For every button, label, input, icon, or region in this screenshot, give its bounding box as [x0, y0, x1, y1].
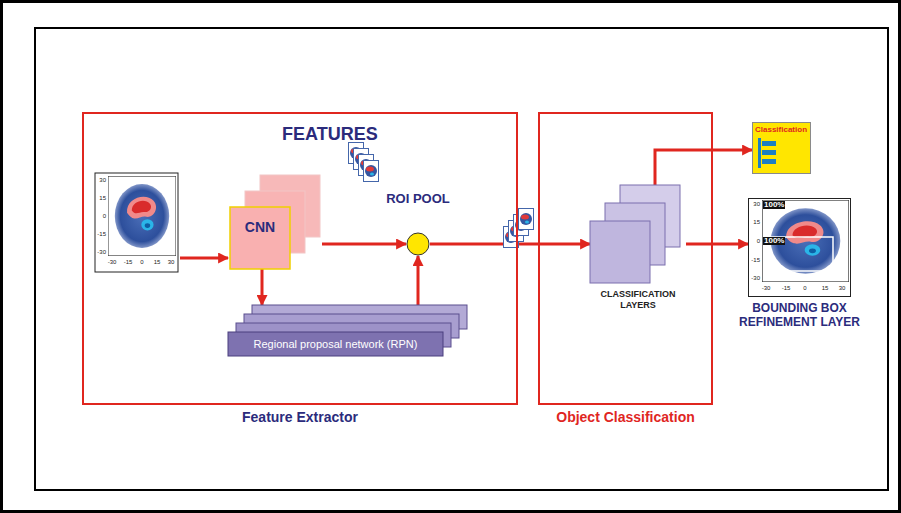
- classification-output: Classification: [752, 122, 811, 174]
- input-image: [95, 173, 178, 272]
- axis-tick: 0: [140, 259, 143, 265]
- connector-arrow: [686, 243, 748, 246]
- axis-tick: 0: [103, 213, 106, 219]
- node-shape: [230, 175, 322, 269]
- node-label: ROI POOL: [366, 191, 470, 206]
- confidence-tag: 100%: [763, 201, 785, 209]
- axis-tick: 30: [99, 177, 106, 183]
- node-label: CLASSIFICATION LAYERS: [586, 289, 690, 312]
- node-shape: [406, 232, 430, 256]
- confidence-tag: 100%: [763, 237, 785, 245]
- connector-arrow: [417, 256, 420, 305]
- axis-tick: -15: [97, 231, 106, 237]
- node-label: CNN: [230, 207, 290, 269]
- classification-layers: CLASSIFICATION LAYERS: [590, 185, 686, 320]
- region-heading: FEATURES: [282, 124, 378, 145]
- cnn-block: CNN: [230, 175, 322, 269]
- node-label: Feature Extractor: [84, 409, 516, 425]
- object-classification-region: Object ClassificationCLASSIFICATION LAYE…: [538, 112, 713, 405]
- node-shape: [749, 199, 852, 298]
- axis-tick: 30: [839, 285, 846, 291]
- axis-tick: -15: [751, 257, 760, 263]
- axis-tick: 15: [99, 195, 106, 201]
- rpn-block: Regional proposal network (RPN): [228, 305, 467, 356]
- node-label: BOUNDING BOX REFINEMENT LAYER: [733, 301, 866, 330]
- feature-map-stack: [349, 143, 379, 182]
- roi-pool-circle: ROI POOL: [406, 232, 430, 256]
- connector-arrow: [655, 150, 752, 185]
- axis-tick: -30: [751, 275, 760, 281]
- axis-tick: 0: [803, 285, 806, 291]
- axis-tick: 15: [753, 219, 760, 225]
- axis-tick: -30: [108, 259, 117, 265]
- axis-tick: -15: [124, 259, 133, 265]
- feature-map-stack: [504, 209, 534, 248]
- connector-arrow: [322, 243, 406, 246]
- axis-tick: -15: [782, 285, 791, 291]
- axis-tick: -30: [762, 285, 771, 291]
- bounding-box-output: BOUNDING BOX REFINEMENT LAYER: [748, 198, 851, 297]
- node-label: Classification: [755, 125, 807, 134]
- node-label: Regional proposal network (RPN): [228, 332, 443, 356]
- node-shape: [590, 185, 686, 320]
- axis-tick: -30: [97, 249, 106, 255]
- axis-tick: 15: [154, 259, 161, 265]
- axis-tick: 0: [757, 238, 760, 244]
- input-arrow: [180, 257, 228, 260]
- feature-extractor-region: FEATURESFeature ExtractorCNNRegional pro…: [82, 112, 518, 405]
- connector-arrow: [261, 269, 264, 305]
- inner-frame: [35, 28, 888, 490]
- axis-tick: 30: [168, 259, 175, 265]
- node-label: Object Classification: [540, 409, 711, 425]
- axis-tick: 30: [753, 201, 760, 207]
- axis-tick: 15: [822, 285, 829, 291]
